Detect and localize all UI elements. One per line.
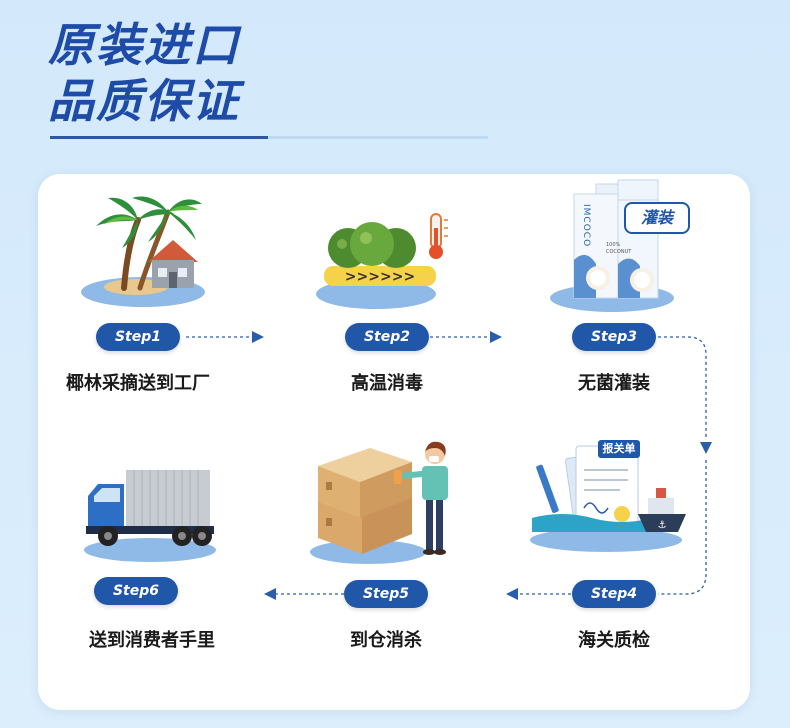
step6-label: 送到消费者手里	[89, 630, 215, 651]
title-divider-light	[268, 136, 488, 139]
customs-document-ship-icon: ⚓ 报关单	[522, 436, 692, 556]
customs-form-badge: 报关单	[598, 440, 640, 458]
flow-arrow-icon	[506, 588, 518, 600]
flow-arrow-icon	[252, 331, 264, 343]
palm-tree-house-icon	[81, 196, 205, 307]
flow-arrow-icon	[700, 442, 712, 454]
step4-label: 海关质检	[578, 630, 650, 651]
step2-label: 高温消毒	[351, 373, 423, 394]
step3-label: 无菌灌装	[578, 373, 650, 394]
svg-text:100%: 100%	[606, 242, 621, 248]
step5-badge: Step5	[344, 580, 428, 608]
flow-arrow-icon	[490, 331, 502, 343]
step2-badge: Step2	[345, 323, 429, 351]
delivery-truck-icon	[84, 470, 216, 562]
worker-disinfecting-boxes-icon	[310, 441, 448, 564]
step1-label: 椰林采摘送到工厂	[66, 373, 210, 394]
page-title-line2: 品质保证	[48, 74, 240, 128]
step5-label: 到仓消杀	[350, 630, 422, 651]
flow-arrow-icon	[264, 588, 276, 600]
svg-text:COCONUT: COCONUT	[606, 249, 632, 255]
title-divider	[50, 136, 268, 139]
process-card: >>>>>>	[38, 174, 750, 710]
step3-badge: Step3	[572, 323, 656, 351]
filling-badge: 灌装	[624, 202, 690, 234]
page-title-line1: 原装进口	[48, 18, 240, 72]
step4-badge: Step4	[572, 580, 656, 608]
coconuts-conveyor-thermometer-icon: >>>>>>	[316, 213, 448, 309]
step6-badge: Step6	[94, 577, 178, 605]
svg-text:>>>>>>: >>>>>>	[345, 269, 415, 285]
carton-brand-text: IMCOCO	[581, 204, 591, 247]
svg-text:⚓: ⚓	[658, 520, 667, 531]
coconut-water-cartons-icon: IMCOCO 100% COCONUT 灌装	[546, 178, 706, 318]
process-flow-connectors	[186, 331, 712, 600]
step1-badge: Step1	[96, 323, 180, 351]
